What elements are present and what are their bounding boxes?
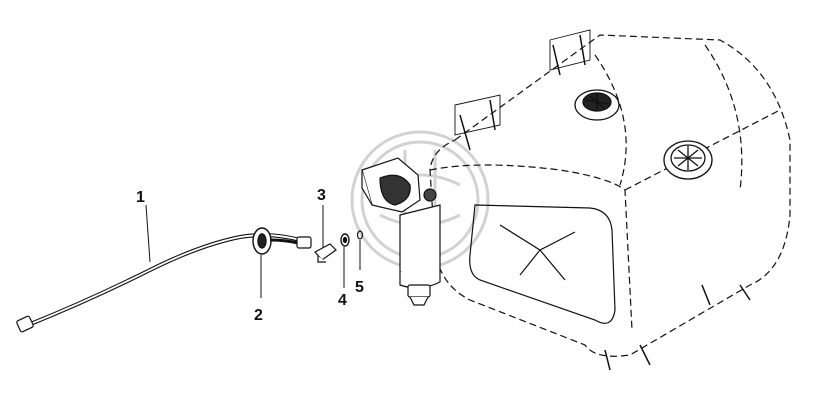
- pipe-nut: [269, 236, 312, 249]
- callout-5: 5: [355, 279, 364, 296]
- elbow-fitting: [314, 243, 337, 263]
- callout-3: 3: [317, 187, 326, 204]
- filler-cap-side: [663, 140, 713, 180]
- callout-4: 4: [338, 292, 347, 309]
- callout-2: 2: [254, 307, 263, 324]
- washer: [340, 233, 350, 247]
- fuel-filter-assembly: [361, 157, 441, 306]
- leader-lines: [145, 204, 361, 298]
- o-ring: [356, 230, 364, 240]
- filler-cap-top: [574, 89, 620, 121]
- callout-1: 1: [136, 189, 145, 206]
- fuel-tank: [429, 29, 791, 371]
- grommet: [252, 227, 272, 255]
